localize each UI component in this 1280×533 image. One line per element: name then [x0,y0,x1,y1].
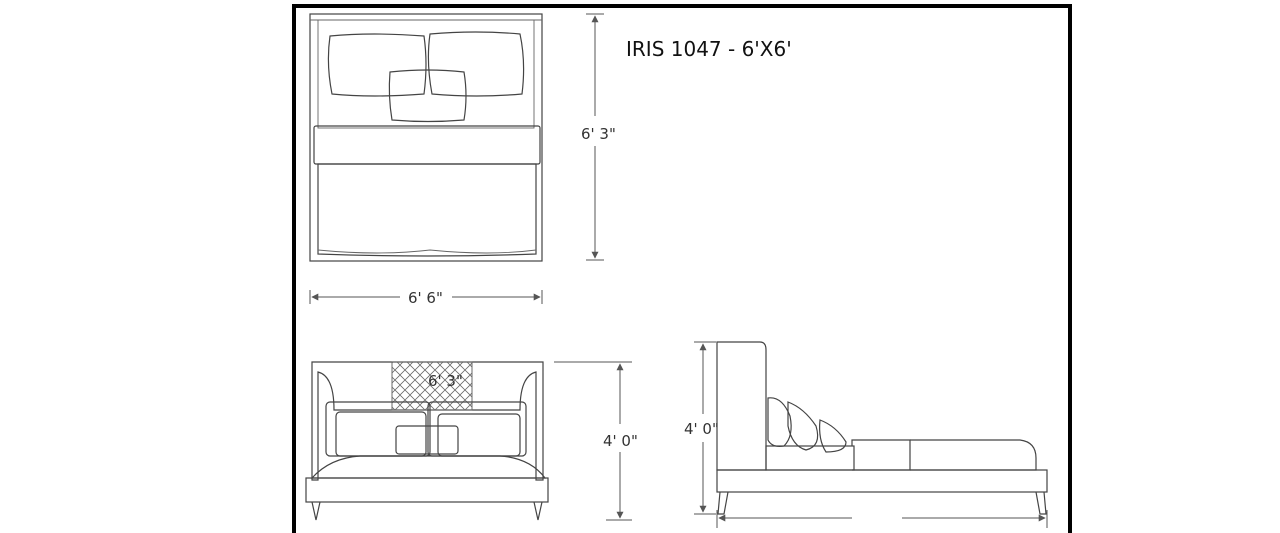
side-length-dimension [716,510,1048,528]
pillow-center [388,69,467,123]
top-length-dimension: 6' 3" [581,13,616,261]
side-view [716,341,1048,515]
side-height-dimension: 4' 0" [684,341,719,515]
top-length-label: 6' 3" [581,125,616,143]
front-height-dimension: 4' 0" [554,361,638,521]
top-width-dimension: 6' 6" [309,289,543,307]
side-height-label: 4' 0" [684,420,719,438]
pillow-right [427,31,525,97]
front-height-label: 4' 0" [603,432,638,450]
front-view: 6' 3" [305,361,549,521]
top-width-label: 6' 6" [408,289,443,307]
drawing-frame [292,4,1072,533]
product-title: IRIS 1047 - 6'X6' [626,37,792,61]
pillow-left [327,33,427,97]
headboard-label: 6' 3" [428,372,463,390]
top-view [309,13,543,262]
